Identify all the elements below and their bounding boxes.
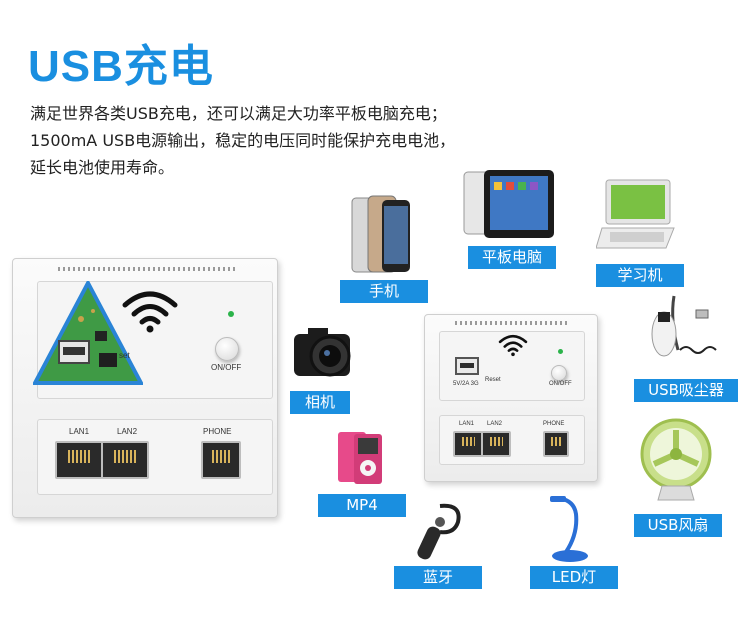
device-label-phone: 手机 — [340, 280, 428, 303]
device-label-learning-machine: 学习机 — [596, 264, 684, 287]
description: 满足世界各类USB充电，还可以满足大功率平板电脑充电； 1500mA USB电源… — [30, 100, 730, 181]
lan2-port — [481, 431, 511, 457]
description-line: 满足世界各类USB充电，还可以满足大功率平板电脑充电； — [30, 104, 447, 123]
onoff-label: ON/OFF — [549, 381, 572, 387]
device-label-tablet: 平板电脑 — [468, 246, 556, 269]
phone-port — [543, 431, 569, 457]
device-label-fan: USB风扇 — [634, 514, 722, 537]
usb-label: 5V/2A 3G — [453, 381, 479, 387]
phone-label: PHONE — [203, 427, 232, 436]
learning-machine-icon — [596, 179, 675, 249]
power-button[interactable] — [551, 365, 567, 381]
device-label-bluetooth: 蓝牙 — [394, 566, 482, 589]
phone-icon — [351, 195, 410, 273]
device-label-vacuum: USB吸尘器 — [634, 379, 738, 402]
wifi-icon — [122, 291, 178, 333]
power-led — [558, 349, 563, 354]
mp4-icon — [338, 432, 382, 484]
reset-label: Reset — [485, 377, 501, 383]
usb-vacuum-icon — [651, 295, 717, 357]
page-title: USB充电 — [28, 42, 214, 91]
vent — [455, 321, 567, 325]
lan1-label: LAN1 — [459, 421, 475, 427]
device-label-mp4: MP4 — [318, 494, 406, 517]
description-line: 1500mA USB电源输出，稳定的电压同时能保护充电电池， — [30, 131, 456, 150]
lan2-label: LAN2 — [117, 427, 138, 436]
lan2-port — [101, 441, 149, 479]
lan2-label: LAN2 — [487, 421, 503, 427]
device-label-camera: 相机 — [290, 391, 350, 414]
lan1-port — [453, 431, 483, 457]
led-lamp-icon — [550, 496, 588, 562]
small-wall-panel: 5V/2A 3G Reset ON/OFF LAN1 LAN2 PHONE — [424, 314, 598, 482]
usb-fan-icon — [640, 418, 712, 501]
device-label-led: LED灯 — [530, 566, 618, 589]
lan1-label: LAN1 — [69, 427, 90, 436]
onoff-label: ON/OFF — [211, 363, 242, 372]
lan1-port — [55, 441, 103, 479]
phone-port — [201, 441, 241, 479]
camera-icon — [294, 328, 351, 377]
wifi-icon — [498, 334, 528, 357]
usb-port — [455, 357, 479, 375]
reset-label: set — [119, 351, 130, 360]
large-wall-panel: ON/OFF set LAN1 LAN2 PHONE — [12, 258, 278, 518]
vent — [58, 267, 238, 271]
description-line: 延长电池使用寿命。 — [30, 158, 175, 177]
power-led — [228, 311, 234, 317]
circuit-magnifier — [33, 281, 143, 385]
bluetooth-headset-icon — [417, 503, 461, 560]
phone-label: PHONE — [543, 421, 565, 427]
power-button[interactable] — [215, 337, 239, 361]
tablet-icon — [463, 170, 554, 238]
